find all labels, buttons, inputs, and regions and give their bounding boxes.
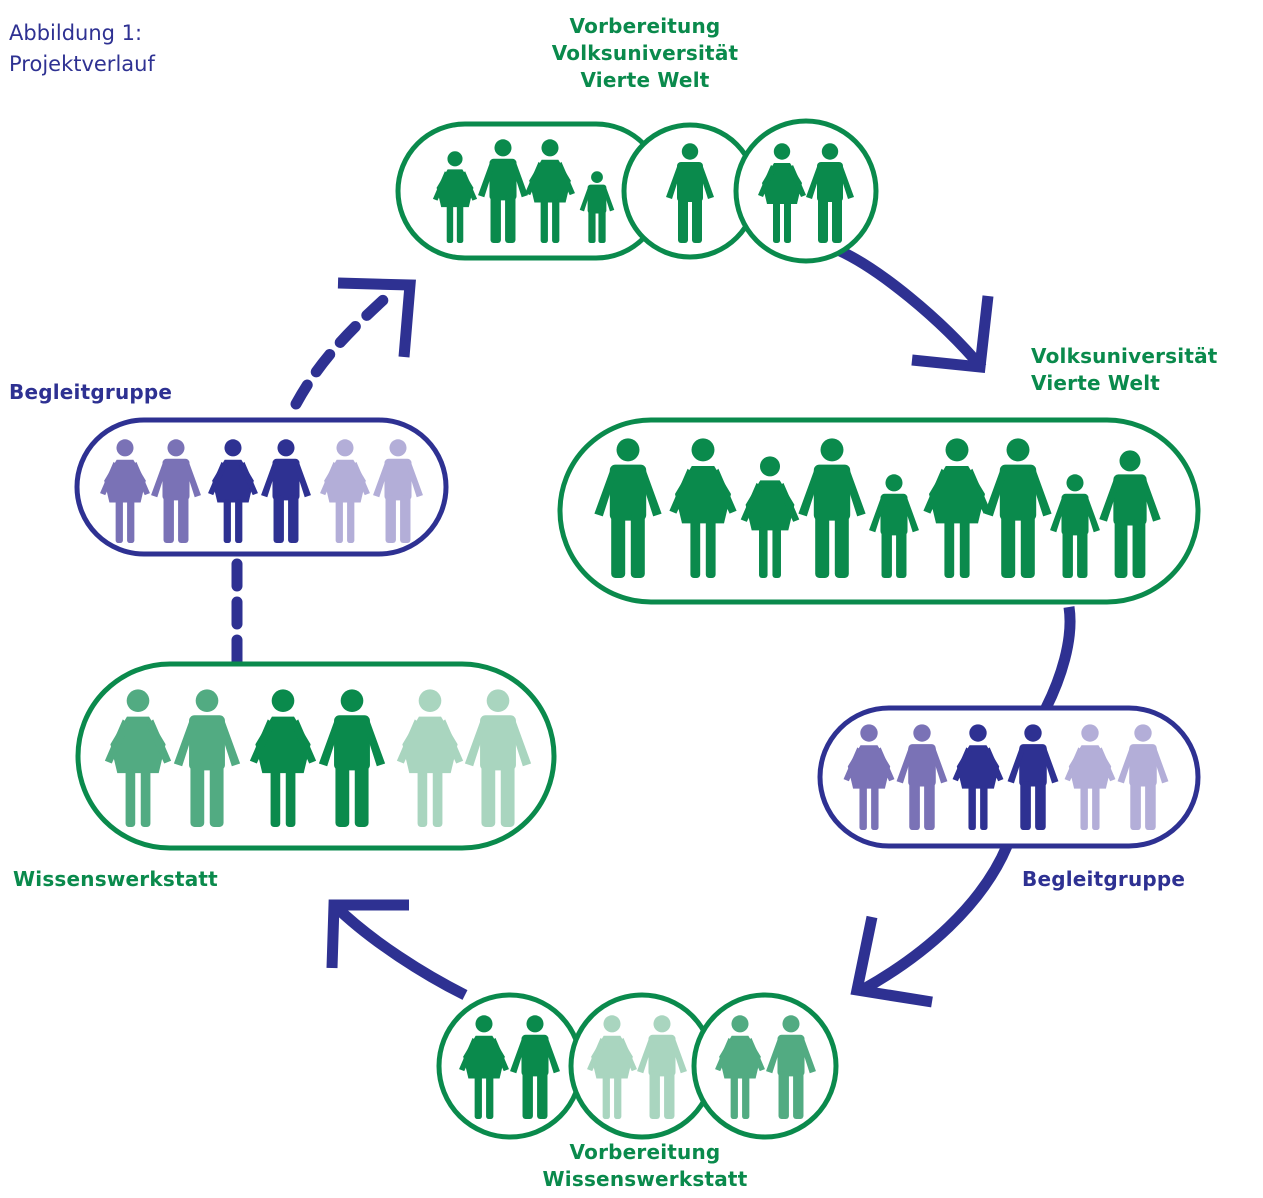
container-vorbereitung-wissenswerkstatt-3: [691, 992, 839, 1140]
label-vorbereitung-volksuniversitaet: Vorbereitung Volksuniversität Vierte Wel…: [551, 14, 739, 92]
container-vorbereitung-volksuniversitaet-pair: [733, 118, 879, 264]
woman-figure-icon: [104, 689, 172, 827]
arrowhead-icon: [337, 277, 416, 358]
man-figure-icon: [806, 143, 854, 243]
man-figure-icon: [510, 1015, 560, 1119]
arrow-to-wissenswerkstatt: [330, 901, 468, 1000]
man-figure-icon: [261, 439, 311, 543]
arrow-to-begleitgruppe-right: [1041, 606, 1076, 711]
woman-figure-icon: [432, 151, 478, 243]
woman-figure-icon: [459, 1015, 509, 1119]
man-figure-icon: [1007, 724, 1059, 830]
caption-number: Abbildung 1:: [9, 21, 143, 45]
man-figure-icon: [798, 438, 866, 578]
woman-figure-icon: [208, 439, 258, 543]
label-wissenswerkstatt: Wissenswerkstatt: [13, 867, 218, 891]
man-figure-icon: [464, 689, 532, 827]
man-figure-icon: [896, 724, 948, 830]
child-figure-icon: [869, 474, 919, 578]
woman-figure-icon: [1064, 724, 1116, 830]
man-figure-icon: [173, 689, 241, 827]
woman-figure-icon: [923, 438, 991, 578]
label-begleitgruppe-left: Begleitgruppe: [9, 380, 173, 404]
woman-figure-icon: [587, 1015, 637, 1119]
man-figure-icon: [151, 439, 201, 543]
child-figure-icon: [579, 171, 615, 243]
child-figure-icon: [1050, 474, 1100, 578]
woman-figure-icon: [100, 439, 150, 543]
woman-figure-icon: [843, 724, 895, 830]
container-vorbereitung-wissenswerkstatt-1: [436, 992, 584, 1140]
label-vorbereitung-wissenswerkstatt: Vorbereitung Wissenswerkstatt: [542, 1140, 748, 1191]
arrow-to-vorbereitung-wissenswerkstatt: [859, 843, 1013, 995]
woman-figure-icon: [715, 1015, 765, 1119]
man-figure-icon: [1099, 450, 1161, 578]
woman-figure-icon: [320, 439, 370, 543]
man-figure-icon: [478, 139, 528, 243]
man-figure-icon: [594, 438, 662, 578]
man-figure-icon: [984, 438, 1052, 578]
arrowhead-icon: [326, 899, 409, 969]
dashed-arrow-to-vorbereitung-volksuniversitaet: [290, 286, 398, 410]
woman-figure-icon: [740, 456, 800, 578]
woman-figure-icon: [396, 689, 464, 827]
man-figure-icon: [766, 1015, 816, 1119]
woman-figure-icon: [758, 143, 806, 243]
man-figure-icon: [666, 143, 714, 243]
man-figure-icon: [373, 439, 423, 543]
arrow-to-volksuniversitaet: [835, 244, 987, 372]
figure-caption: Abbildung 1: Projektverlauf: [9, 18, 155, 80]
caption-title: Projektverlauf: [9, 52, 155, 76]
woman-figure-icon: [249, 689, 317, 827]
man-figure-icon: [1117, 724, 1169, 830]
arrowhead-icon: [911, 295, 994, 374]
man-figure-icon: [637, 1015, 687, 1119]
label-volksuniversitaet: Volksuniversität Vierte Welt: [1031, 344, 1218, 395]
woman-figure-icon: [525, 139, 575, 243]
woman-figure-icon: [952, 724, 1004, 830]
label-begleitgruppe-right: Begleitgruppe: [1022, 867, 1186, 891]
woman-figure-icon: [669, 438, 737, 578]
arrowhead-icon: [850, 915, 933, 1008]
man-figure-icon: [318, 689, 386, 827]
